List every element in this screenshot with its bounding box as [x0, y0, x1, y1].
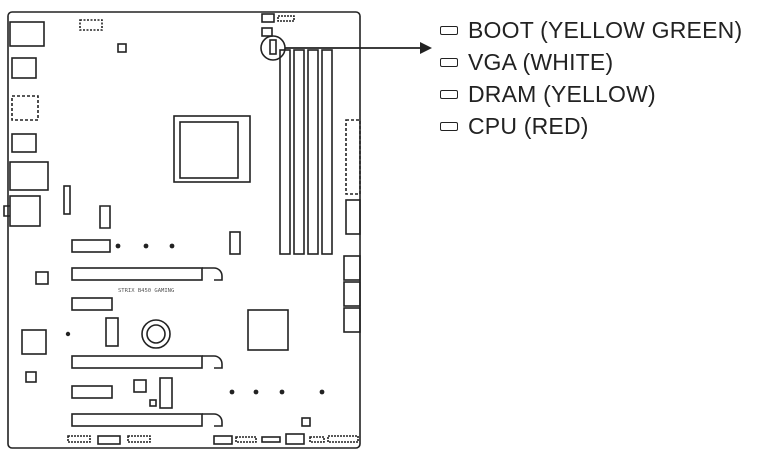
header-connector — [345, 199, 361, 235]
header-connector — [261, 27, 273, 37]
header-connector — [301, 417, 311, 427]
io-port — [9, 195, 41, 227]
bottom-header — [309, 436, 325, 443]
bottom-header — [285, 433, 305, 445]
io-port — [9, 21, 45, 47]
chip — [71, 385, 113, 399]
header-connector — [79, 19, 103, 31]
legend-label: VGA (WHITE) — [468, 48, 614, 75]
mounting-hole — [229, 389, 235, 395]
mounting-hole — [115, 243, 121, 249]
legend-label: DRAM (YELLOW) — [468, 80, 656, 107]
pcie-slot-3 — [71, 413, 203, 427]
chip — [149, 399, 157, 407]
mounting-hole — [143, 243, 149, 249]
m2-latch — [229, 231, 241, 255]
dimm-slot-b2 — [321, 49, 333, 255]
dimm-slot-b1 — [307, 49, 319, 255]
m2-slot-top — [71, 239, 111, 253]
header-connector — [117, 43, 127, 53]
board-silkscreen: STRIX B450 GAMING — [118, 288, 174, 294]
io-port — [11, 133, 37, 153]
sata-port — [343, 307, 361, 333]
mounting-hole — [169, 243, 175, 249]
q-led-indicators — [269, 39, 277, 55]
atx-power-connector — [345, 119, 361, 195]
mounting-hole — [279, 389, 285, 395]
cpu-socket-inner — [179, 121, 239, 179]
dimm-slot-a2 — [293, 49, 305, 255]
io-port — [11, 57, 37, 79]
header-connector — [63, 185, 71, 215]
legend-item-dram: DRAM (YELLOW) — [440, 78, 742, 110]
legend-item-vga: VGA (WHITE) — [440, 46, 742, 78]
chip — [35, 271, 49, 285]
mounting-hole — [65, 331, 71, 337]
m2-connector — [99, 205, 111, 229]
legend-label: CPU (RED) — [468, 112, 589, 139]
led-indicator-icon — [440, 57, 458, 67]
bottom-header — [213, 435, 233, 445]
m2-latch — [159, 377, 173, 409]
pcie-slot-2 — [71, 355, 203, 369]
chipset — [247, 309, 289, 351]
io-port — [11, 95, 39, 121]
dimm-slot-a1 — [279, 49, 291, 255]
legend-item-boot: BOOT (YELLOW GREEN) — [440, 14, 742, 46]
sata-port — [343, 255, 361, 281]
cpu-socket — [173, 115, 251, 183]
chip — [21, 329, 47, 355]
bottom-header — [67, 435, 91, 443]
chip — [133, 379, 147, 393]
bottom-header — [127, 435, 151, 443]
chip — [25, 371, 37, 383]
bottom-header — [327, 435, 359, 443]
m2-latch — [105, 317, 119, 347]
pcie-slot-1 — [71, 267, 203, 281]
bottom-header — [97, 435, 121, 445]
chip — [71, 297, 113, 311]
mounting-hole — [253, 389, 259, 395]
io-port — [9, 161, 49, 191]
header-connector — [277, 15, 295, 22]
mounting-hole — [319, 389, 325, 395]
bottom-header — [261, 436, 281, 443]
bottom-header — [235, 436, 257, 443]
cmos-battery — [141, 319, 171, 349]
led-indicator-icon — [440, 25, 458, 35]
header-connector — [261, 13, 275, 23]
led-legend: BOOT (YELLOW GREEN) VGA (WHITE) DRAM (YE… — [440, 14, 742, 142]
led-indicator-icon — [440, 121, 458, 131]
led-indicator-icon — [440, 89, 458, 99]
legend-label: BOOT (YELLOW GREEN) — [468, 16, 743, 43]
legend-item-cpu: CPU (RED) — [440, 110, 742, 142]
sata-port — [343, 281, 361, 307]
pointer-arrow-head — [420, 42, 432, 54]
